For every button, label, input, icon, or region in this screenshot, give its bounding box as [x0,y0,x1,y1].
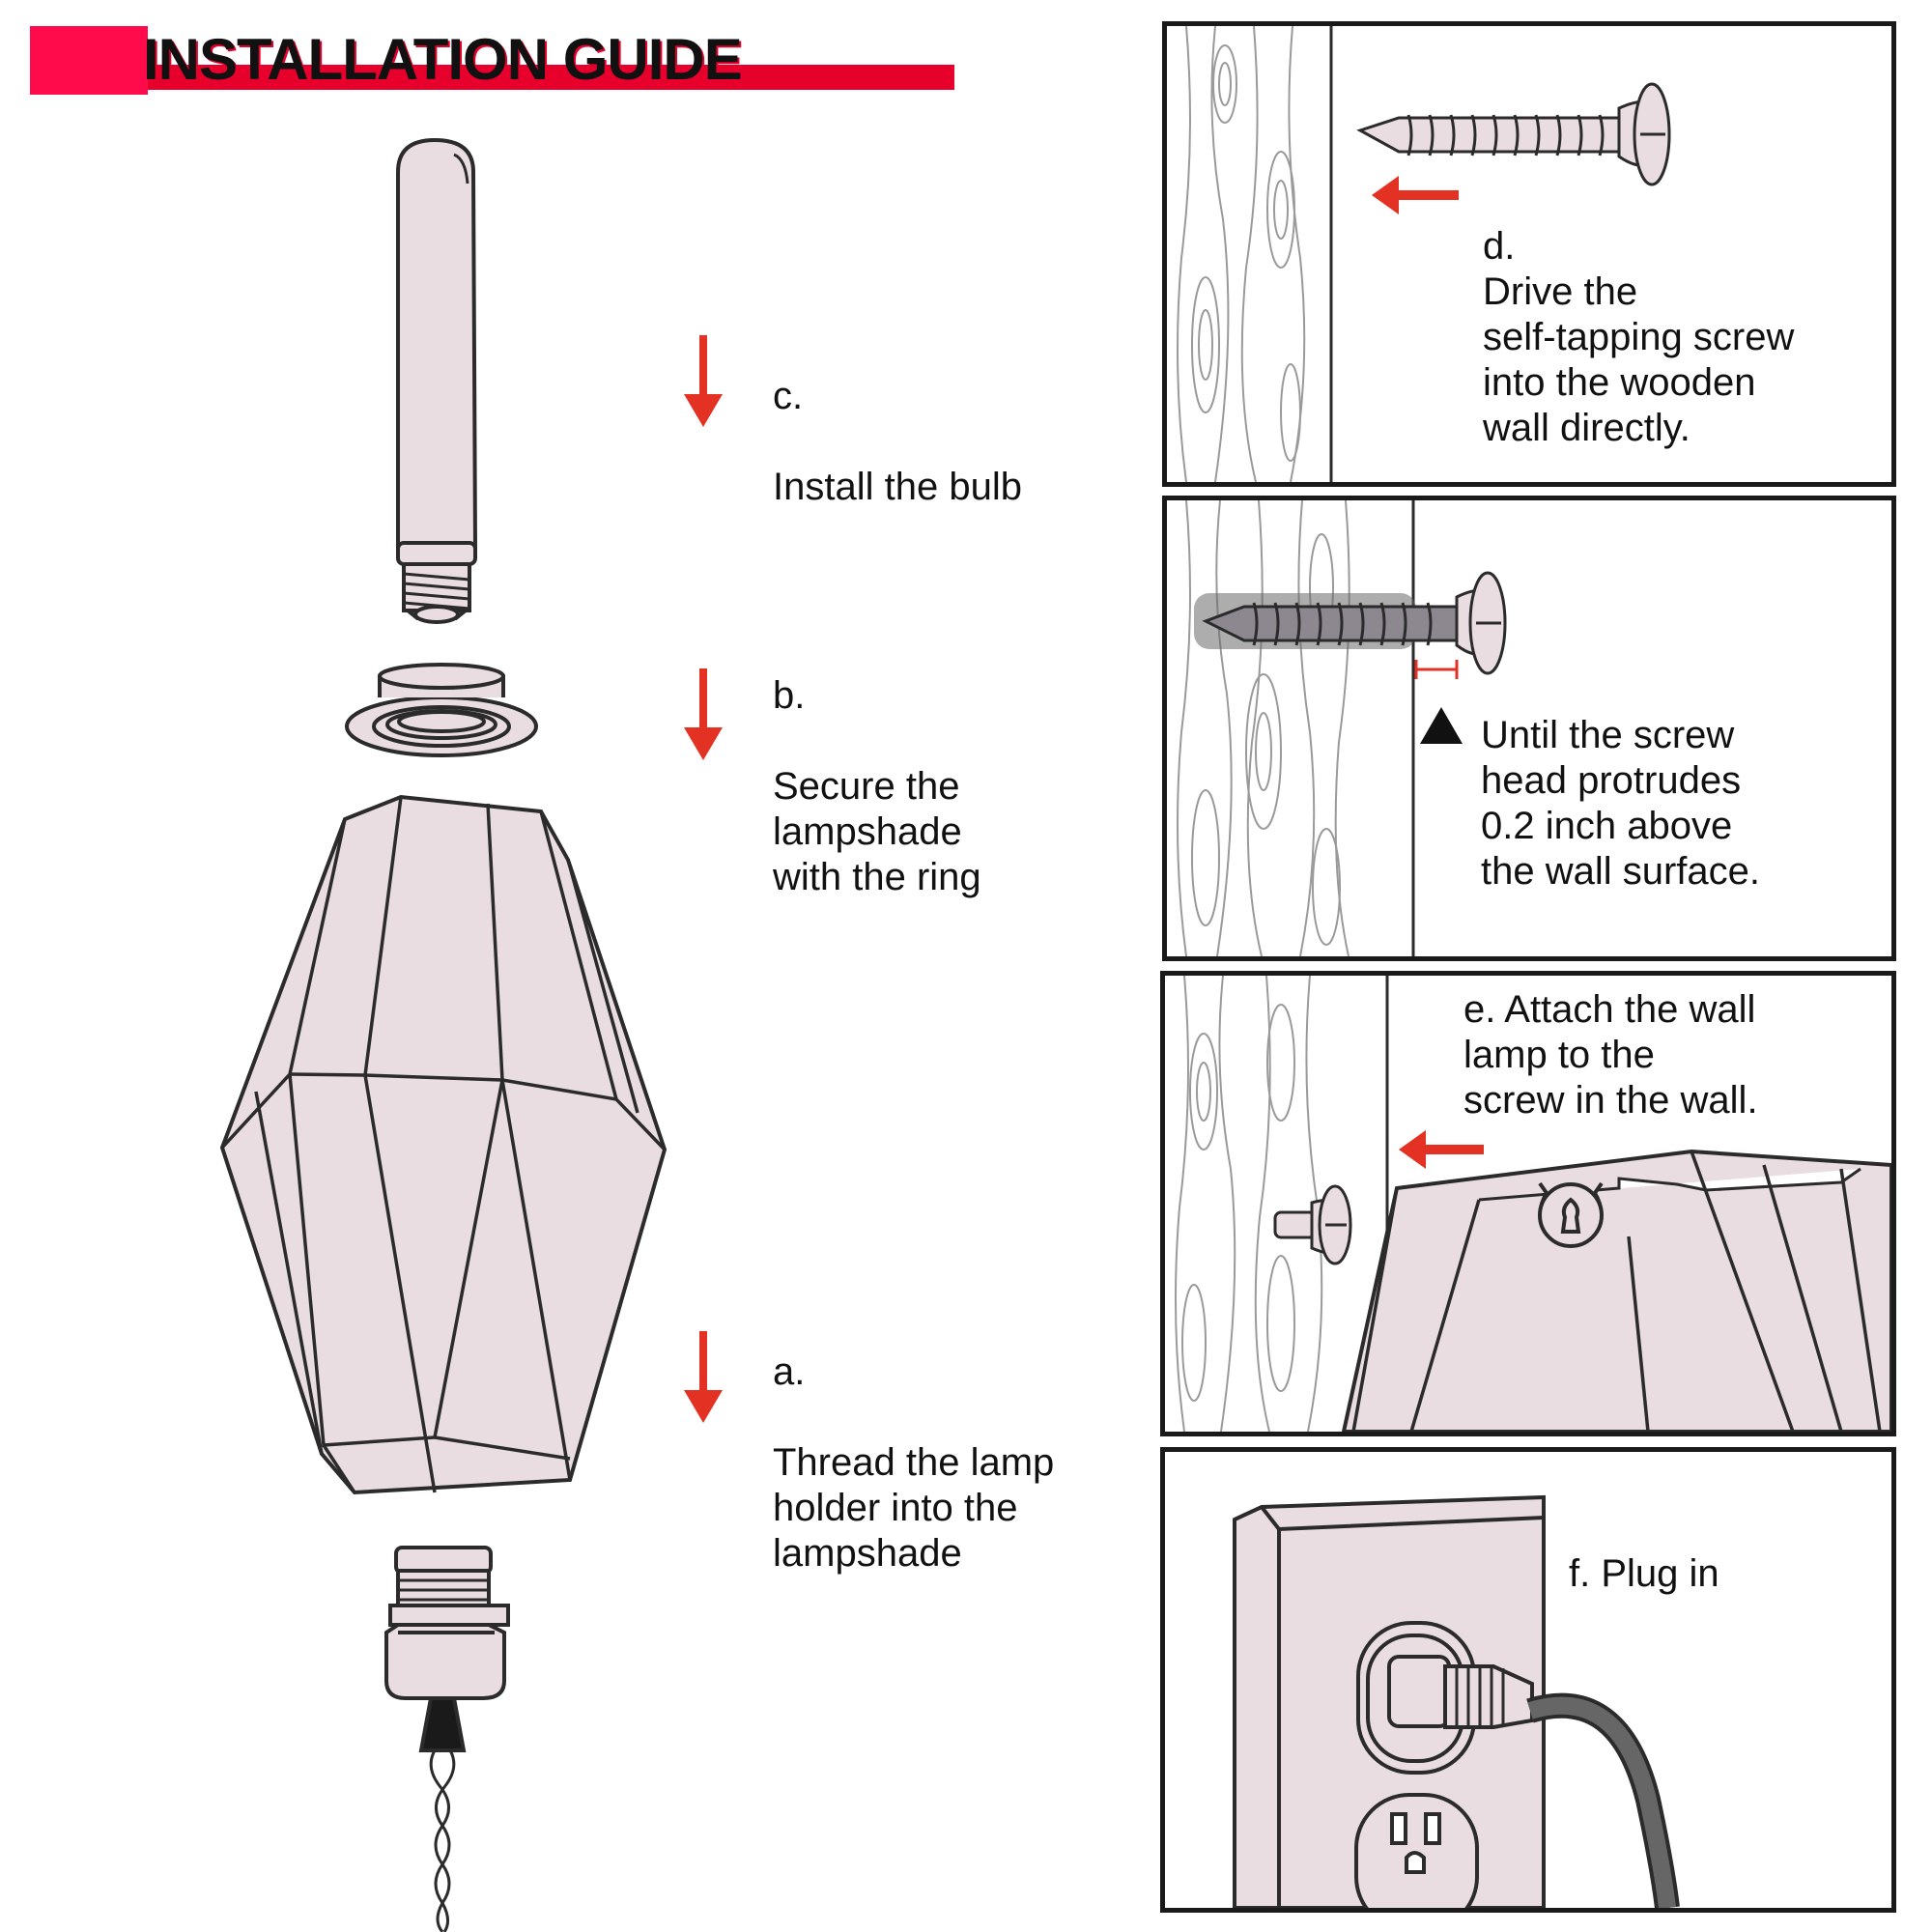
title-underline-bar [30,65,954,90]
panel-e: e. Attach the wall lamp to the screw in … [1160,971,1896,1436]
warning-triangle-icon [1420,707,1463,744]
panel-screw-depth-illustration [1177,500,1507,956]
panel-e-text: e. Attach the wall lamp to the screw in … [1463,988,1758,1122]
down-arrow-icon [684,1331,723,1423]
screw-icon [1273,1184,1352,1265]
step-c: c. Install the bulb [773,328,1022,555]
screw-icon [1202,571,1507,675]
panel-d: d. Drive the self-tapping screw into the… [1162,21,1896,487]
panel-f-illustration [1233,1494,1680,1908]
screw-icon [1356,82,1671,186]
bulb-icon [396,137,478,624]
panel-screw-depth: Until the screw head protrudes 0.2 inch … [1162,496,1896,961]
exploded-lamp-diagram [219,137,723,1932]
down-arrow-icon [684,335,723,427]
step-a-text: Thread the lamp holder into the lampshad… [773,1441,1055,1575]
gap-measure-marker [1414,660,1459,679]
wood-wall-texture [1175,976,1323,1432]
wood-wall-texture [1177,500,1350,956]
panel-note-text: Until the screw head protrudes 0.2 inch … [1481,714,1761,893]
step-a: a. Thread the lamp holder into the lamps… [773,1304,1054,1622]
left-arrow-icon [1372,176,1459,214]
step-b-text: Secure the lampshade with the ring [773,765,981,898]
step-a-letter: a. [773,1350,806,1393]
ring-icon [345,663,538,757]
panel-d-text: d. Drive the self-tapping screw into the… [1483,225,1795,449]
left-arrow-icon [1399,1130,1484,1169]
page-title: INSTALLATION GUIDE [143,27,743,92]
lamp-holder-icon [384,1546,510,1932]
step-c-text: Install the bulb [773,466,1022,508]
plug-icon [1387,1655,1680,1908]
step-b: b. Secure the lampshade with the ring [773,628,981,946]
panel-f: f. Plug in [1160,1447,1896,1913]
title-accent-block [30,26,148,95]
panel-e-illustration [1175,976,1891,1432]
panel-d-illustration [1177,26,1671,482]
panel-f-text: f. Plug in [1569,1552,1719,1595]
lampshade-icon [219,794,668,1495]
step-b-letter: b. [773,674,806,717]
down-arrow-icon [684,668,723,760]
step-c-letter: c. [773,375,804,417]
wood-wall-texture [1177,26,1306,482]
lampshade-icon [1341,1149,1891,1432]
